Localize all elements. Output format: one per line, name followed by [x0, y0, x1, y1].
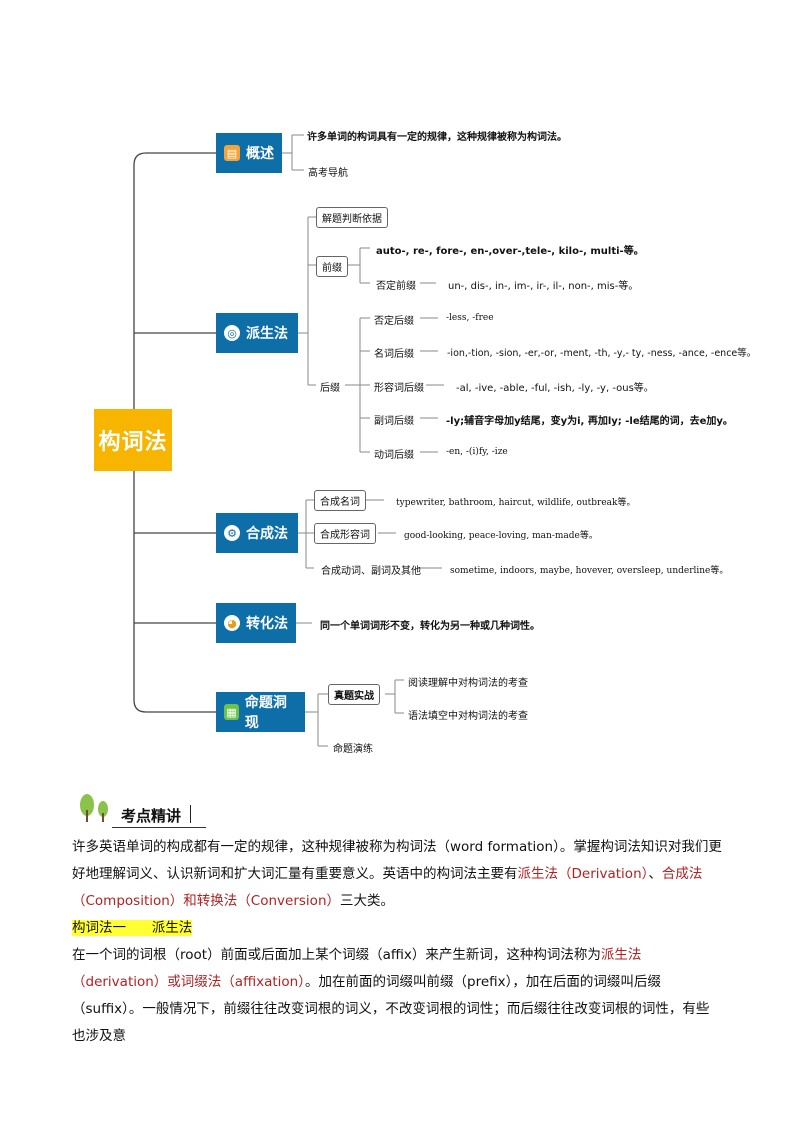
document-icon: ▦	[224, 704, 239, 720]
node-overview-label: 概述	[246, 146, 274, 162]
composition-row-value: typewriter, bathroom, haircut, wildlife,…	[396, 498, 636, 508]
prefix-label: 前缀	[316, 256, 348, 277]
composition-row-label: 合成动词、副词及其他	[321, 566, 421, 577]
term-derivation: 派生法（Derivation）	[517, 866, 649, 882]
overview-definition: 许多单词的构词具有一定的规律，这种规律被称为构词法。	[307, 132, 567, 143]
subheading-line: 构词法一 派生法	[72, 915, 722, 942]
node-composition: ⚙ 合成法	[216, 513, 298, 553]
overview-guide: 高考导航	[308, 168, 348, 179]
node-derivation-label: 派生法	[246, 326, 288, 342]
suffix-label: 后缀	[320, 383, 340, 394]
suffix-row-label: 动词后缀	[374, 450, 414, 461]
negative-prefix-items: un-, dis-, in-, im-, ir-, il-, non-, mis…	[448, 281, 639, 292]
intro-text: 许多英语单词的构成都有一定的规律，这种规律被称为构词法（word formati…	[72, 839, 722, 882]
intro-text: 三大类。	[340, 893, 394, 909]
node-exam: ▦ 命题洞现	[216, 692, 305, 732]
composition-row-value: good-looking, peace-loving, man-made等。	[404, 531, 598, 541]
derivation-text: 在一个词的词根（root）前面或后面加上某个词缀（affix）来产生新词，这种构…	[72, 947, 601, 963]
composition-row-label: 合成形容词	[314, 523, 376, 544]
heading-underline	[112, 827, 206, 828]
suffix-row-value: -less, -free	[446, 313, 494, 323]
suffix-row-value: -en, -(i)fy, -ize	[446, 447, 508, 457]
term-affixation: 派生法（derivation）或词缀法（affixation）	[72, 947, 642, 990]
negative-prefix-label: 否定前缀	[376, 281, 416, 292]
highlighted-subheading: 构词法一 派生法	[72, 920, 193, 936]
section-heading: 考点精讲	[76, 790, 206, 830]
trees-icon	[80, 794, 108, 822]
node-conversion-label: 转化法	[246, 616, 288, 632]
term-composition-conversion: 合成法（Composition）和转换法（Conversion）	[72, 866, 703, 909]
conversion-definition: 同一个单词词形不变，转化为另一种或几种词性。	[320, 621, 540, 632]
derivation-paragraph: 在一个词的词根（root）前面或后面加上某个词缀（affix）来产生新词，这种构…	[72, 942, 722, 1050]
prefix-items: auto-, re-, fore-, en-,over-,tele-, kilo…	[376, 246, 644, 257]
suffix-row-label: 副词后缀	[374, 416, 414, 427]
suffix-row-value: -ly;辅音字母加y结尾，变y为i, 再加ly; -le结尾的词，去e加y。	[446, 416, 733, 427]
exam-practice-item: 语法填空中对构词法的考查	[408, 711, 528, 722]
mindmap-root: 构词法	[94, 409, 172, 471]
target-icon: ◎	[224, 325, 240, 341]
node-derivation: ◎ 派生法	[216, 313, 298, 353]
intro-paragraph: 许多英语单词的构成都有一定的规律，这种规律被称为构词法（word formati…	[72, 834, 722, 915]
exam-drill: 命题演练	[333, 744, 373, 755]
suffix-row-value: -al, -ive, -able, -ful, -ish, -ly, -y, -…	[456, 383, 654, 394]
text-cursor	[190, 805, 191, 823]
node-overview: ▤ 概述	[216, 133, 282, 173]
pie-chart-icon: ◕	[224, 615, 240, 631]
derivation-text: 。加在前面的词缀叫前缀（prefix），加在后面的词缀叫后缀（suffix）。一…	[72, 974, 710, 1044]
composition-row-label: 合成名词	[314, 490, 366, 511]
exam-practice: 真题实战	[328, 684, 380, 705]
exam-practice-item: 阅读理解中对构词法的考查	[408, 678, 528, 689]
intro-text: 、	[648, 866, 662, 882]
node-conversion: ◕ 转化法	[216, 603, 296, 643]
suffix-row-label: 名词后缀	[374, 349, 414, 360]
section-heading-title: 考点精讲	[121, 807, 182, 825]
node-composition-label: 合成法	[246, 526, 288, 542]
node-exam-label: 命题洞现	[244, 695, 287, 731]
suffix-row-label: 形容词后缀	[374, 383, 424, 394]
derivation-basis: 解题判断依据	[316, 207, 388, 228]
book-icon: ▤	[224, 145, 240, 161]
suffix-row-label: 否定后缀	[374, 316, 414, 327]
composition-row-value: sometime, indoors, maybe, hovever, overs…	[450, 566, 729, 576]
gear-icon: ⚙	[224, 525, 240, 541]
suffix-row-value: -ion,-tion, -sion, -er,-or, -ment, -th, …	[447, 348, 757, 359]
